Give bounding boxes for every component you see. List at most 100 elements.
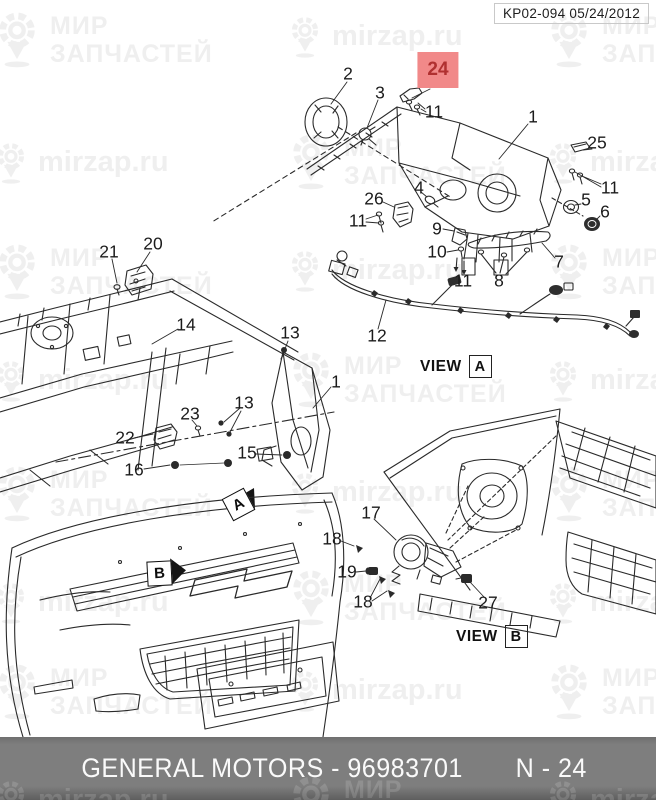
part-number-callout: 11 xyxy=(348,210,368,231)
watermark-tile: МИР ЗАПЧАСТЕЙ xyxy=(0,8,213,68)
map-pin-gear-icon xyxy=(293,352,329,408)
map-pin-gear-icon xyxy=(291,671,319,712)
watermark-tile: mirzap.ru xyxy=(288,668,463,712)
watermark-text: mirzap.ru xyxy=(38,146,169,179)
watermark-text: МИР ЗАПЧАСТЕЙ xyxy=(602,664,656,720)
map-pin-gear-icon xyxy=(549,143,577,184)
part-number-callout: 2 xyxy=(343,63,353,84)
part-number-callout: 15 xyxy=(237,442,257,463)
part-number-callout: 18 xyxy=(353,591,373,612)
watermark-tile: МИР ЗАПЧАСТЕЙ xyxy=(288,130,507,190)
watermark-text: МИР ЗАПЧАСТЕЙ xyxy=(344,134,507,190)
view-b-word: VIEW xyxy=(456,627,498,645)
part-number-callout: 26 xyxy=(364,188,384,209)
watermark-text: МИР ЗАПЧАСТЕЙ xyxy=(50,244,213,300)
map-pin-gear-icon xyxy=(0,244,35,300)
direction-marker-a: A xyxy=(221,487,256,522)
part-number-callout: 20 xyxy=(143,233,163,254)
part-number-callout: 9 xyxy=(432,218,442,239)
map-pin-gear-icon xyxy=(293,134,329,190)
view-a-letter-box: A xyxy=(468,355,492,378)
footer-bar: GENERAL MOTORS - 96983701 N - 24 xyxy=(0,737,656,800)
watermark-text: mirzap.ru xyxy=(332,20,463,53)
view-a-word: VIEW xyxy=(420,357,462,375)
view-a-tag: VIEW A xyxy=(420,355,492,378)
watermark-text: mirzap.ru xyxy=(38,586,169,619)
footer-part-number: GENERAL MOTORS - 96983701 xyxy=(80,753,463,783)
part-number-callout: 24 xyxy=(417,52,459,88)
part-number-callout: 13 xyxy=(234,392,254,413)
watermark-line2: ЗАПЧАСТЕЙ xyxy=(602,692,656,720)
watermark-line1: mirzap.ru xyxy=(590,363,656,396)
front-bumper-drawing xyxy=(5,492,345,738)
part-number-callout: 27 xyxy=(478,592,498,613)
map-pin-gear-icon xyxy=(291,473,319,514)
watermark-line1: МИР xyxy=(50,664,109,692)
doc-code: KP02-094 05/24/2012 xyxy=(493,3,649,24)
watermark-text: mirzap.ru xyxy=(332,674,463,707)
watermark-tile: mirzap.ru xyxy=(0,580,169,624)
part-number-callout: 11 xyxy=(424,101,444,122)
watermark-line1: МИР xyxy=(50,244,109,272)
watermark-line1: mirzap.ru xyxy=(332,673,463,706)
part-number-callout: 5 xyxy=(581,189,591,210)
watermark-tile: МИР ЗАПЧАСТЕЙ xyxy=(546,660,656,720)
watermark-line2: ЗАПЧАСТЕЙ xyxy=(602,40,656,68)
part-number-callout: 23 xyxy=(180,403,200,424)
map-pin-gear-icon xyxy=(0,664,35,720)
view-b-letter-box: B xyxy=(504,625,528,648)
watermark-line1: МИР xyxy=(602,664,656,692)
part-number-callout: 6 xyxy=(600,201,610,222)
watermark-line1: МИР xyxy=(50,12,109,40)
bumper-corner-view-drawing xyxy=(383,408,656,638)
watermark-line2: ЗАПЧАСТЕЙ xyxy=(50,692,213,720)
map-pin-gear-icon xyxy=(549,583,577,624)
map-pin-gear-icon xyxy=(0,466,35,522)
watermark-line1: mirzap.ru xyxy=(38,363,169,396)
map-pin-gear-icon xyxy=(291,251,319,292)
part-number-callout: 21 xyxy=(99,241,119,262)
headlamp-exploded-drawing xyxy=(211,87,600,276)
map-pin-gear-icon xyxy=(551,466,587,522)
watermark-tile: МИР ЗАПЧАСТЕЙ xyxy=(546,462,656,522)
part-number-callout: 1 xyxy=(528,106,538,127)
watermark-line1: МИР xyxy=(602,466,656,494)
part-number-callout: 13 xyxy=(280,322,300,343)
watermark-tile: mirzap.ru xyxy=(546,580,656,624)
watermark-line2: ЗАПЧАСТЕЙ xyxy=(50,494,213,522)
part-number-callout: 25 xyxy=(587,132,607,153)
part-number-callout: 18 xyxy=(322,528,342,549)
watermark-text: МИР ЗАПЧАСТЕЙ xyxy=(602,244,656,300)
watermark-line2: ЗАПЧАСТЕЙ xyxy=(344,162,507,190)
map-pin-gear-icon xyxy=(551,664,587,720)
watermark-text: МИР ЗАПЧАСТЕЙ xyxy=(50,12,213,68)
map-pin-gear-icon xyxy=(0,361,25,402)
watermark-text: МИР ЗАПЧАСТЕЙ xyxy=(50,664,213,720)
part-number-callout: 11 xyxy=(600,177,620,198)
watermark-line1: МИР xyxy=(602,244,656,272)
watermark-line1: mirzap.ru xyxy=(38,145,169,178)
part-number-callout: 22 xyxy=(115,427,135,448)
map-pin-gear-icon xyxy=(0,583,25,624)
watermark-line2: ЗАПЧАСТЕЙ xyxy=(50,40,213,68)
watermark-line1: mirzap.ru xyxy=(332,475,463,508)
part-number-callout: 10 xyxy=(427,241,447,262)
part-number-callout: 1 xyxy=(331,371,341,392)
part-number-callout: 17 xyxy=(361,502,381,523)
map-pin-gear-icon xyxy=(291,17,319,58)
part-number-callout: 12 xyxy=(367,325,387,346)
watermark-text: mirzap.ru xyxy=(332,476,463,509)
watermark-tile: МИР ЗАПЧАСТЕЙ xyxy=(0,660,213,720)
part-number-callout: 4 xyxy=(414,177,424,198)
map-pin-gear-icon xyxy=(0,12,35,68)
view-b-tag: VIEW B xyxy=(456,625,528,648)
map-pin-gear-icon xyxy=(0,143,25,184)
part-number-callout: 16 xyxy=(124,459,144,480)
watermark-tile: МИР ЗАПЧАСТЕЙ xyxy=(0,462,213,522)
watermark-tile: mirzap.ru xyxy=(0,358,169,402)
watermark-text: mirzap.ru xyxy=(590,586,656,619)
part-number-callout: 19 xyxy=(337,561,357,582)
watermark-text: mirzap.ru xyxy=(38,364,169,397)
part-number-callout: 11 xyxy=(453,270,473,291)
